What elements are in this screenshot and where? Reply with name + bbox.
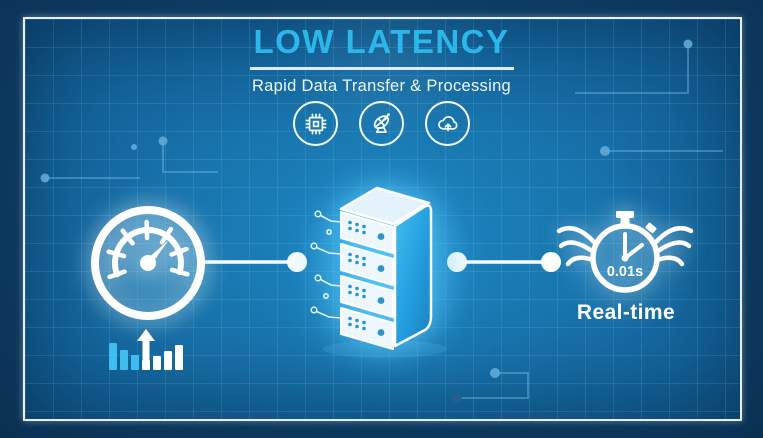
page-subtitle: Rapid Data Transfer & Processing — [251, 76, 512, 95]
header: LOW LATENCY Rapid Data Transfer & Proces… — [0, 23, 763, 96]
bar — [164, 351, 172, 370]
cloud-upload-icon — [425, 101, 470, 146]
server-rack-units — [340, 211, 394, 350]
circuit-traces — [45, 44, 723, 399]
bar — [120, 350, 128, 370]
server-side-face — [393, 204, 433, 348]
bar-chart-icon — [109, 329, 183, 370]
feature-icon-row — [0, 101, 763, 146]
server-circuit-pins — [310, 210, 342, 319]
winged-stopwatch-icon: 0.01s — [556, 211, 694, 293]
speedometer-gauge — [91, 206, 205, 320]
stopwatch-hub — [621, 254, 629, 262]
connector-dot — [447, 252, 467, 272]
circuit-trace-dots — [40, 39, 693, 403]
server-top-face — [339, 186, 431, 226]
flow-connectors — [204, 252, 561, 272]
satellite-dish-icon — [359, 101, 404, 146]
connector-dot — [541, 252, 561, 272]
gauge-outer-ring — [91, 206, 205, 320]
bar — [109, 343, 117, 370]
bar — [142, 360, 150, 370]
cpu-chip-icon — [293, 101, 338, 146]
wing-right — [653, 226, 694, 267]
cloud-upload-glyph — [437, 115, 458, 131]
up-arrow-icon — [137, 329, 155, 368]
page-title: LOW LATENCY — [253, 23, 510, 60]
bar — [175, 345, 183, 370]
server-tower — [310, 186, 433, 350]
cpu-chip-glyph — [305, 113, 326, 134]
bar — [131, 355, 139, 370]
stopwatch-hands — [623, 232, 644, 260]
realtime-label: Real-time — [576, 301, 676, 324]
wing-left — [556, 226, 597, 267]
server-unit-details — [348, 220, 385, 336]
bar — [153, 356, 161, 370]
satellite-dish-glyph — [373, 112, 390, 133]
title-underline — [249, 67, 514, 70]
gauge-hub — [140, 255, 156, 271]
gauge-ticks — [106, 219, 190, 280]
stopwatch-crown — [616, 211, 657, 234]
latency-value: 0.01s — [607, 264, 643, 280]
stopwatch-face — [590, 223, 660, 293]
connector-dot — [287, 252, 307, 272]
server-floor-glow — [323, 340, 447, 358]
